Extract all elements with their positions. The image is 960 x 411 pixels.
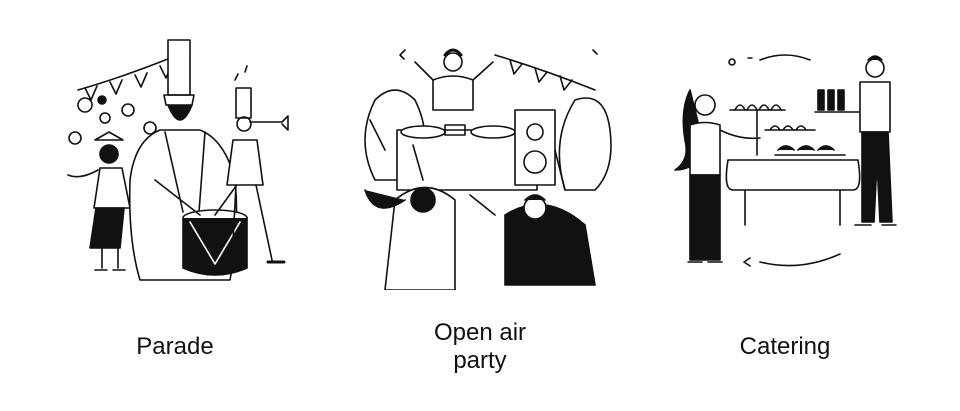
- open-air-party-card: Open air party: [345, 0, 615, 411]
- open-air-party-caption-line-2: party: [453, 347, 507, 374]
- catering-card: Catering: [650, 0, 920, 411]
- catering-caption: Catering: [739, 333, 831, 360]
- parade-caption: Parade: [136, 333, 214, 360]
- open-air-party-caption-line-1: Open air: [433, 319, 527, 346]
- parade-illustration-icon: [40, 0, 310, 290]
- open-air-party-illustration-icon: [345, 0, 615, 290]
- parade-card: Parade: [40, 0, 310, 411]
- catering-illustration-icon: [650, 0, 920, 290]
